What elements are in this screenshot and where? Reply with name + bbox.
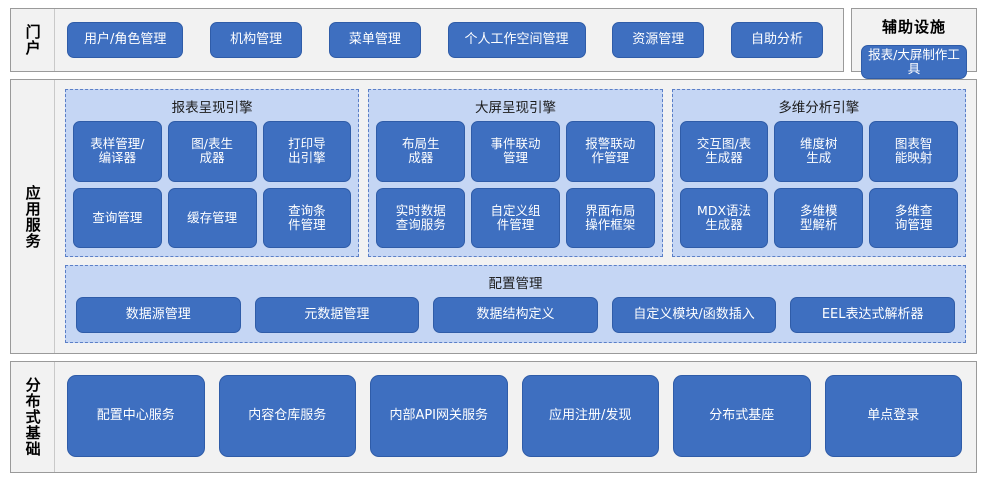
report-item-query-condition[interactable]: 查询条 件管理 — [262, 187, 352, 248]
report-item-print-export[interactable]: 打印导 出引擎 — [262, 121, 352, 182]
engine-panel-olap-items: 交互图/表 生成器 维度树 生成 图表智 能映射 MDX语法 生成器 多维模 型… — [679, 121, 958, 248]
config-item-custom-module[interactable]: 自定义模块/函数插入 — [611, 297, 777, 333]
portal-item-workspace[interactable]: 个人工作空间管理 — [447, 22, 586, 58]
report-item-query-manager[interactable]: 查询管理 — [73, 187, 162, 248]
application-services-label-text: 应用服务 — [23, 184, 42, 249]
application-services-body: 报表呈现引擎 表样管理/ 编译器 图/表生 成器 打印导 出引擎 查询管理 缓存… — [55, 80, 976, 353]
config-item-metadata[interactable]: 元数据管理 — [254, 297, 420, 333]
olap-item-query-manager[interactable]: 多维查 询管理 — [869, 187, 958, 248]
foundation-item-distributed-base[interactable]: 分布式基座 — [673, 375, 811, 457]
portal-item-self-analysis[interactable]: 自助分析 — [731, 22, 823, 58]
middle-row: 应用服务 报表呈现引擎 表样管理/ 编译器 图/表生 成器 打印导 出引擎 查询… — [10, 79, 977, 354]
foundation-section: 分布式基础 配置中心服务 内容仓库服务 内部API网关服务 应用注册/发现 分布… — [10, 361, 977, 473]
report-item-cache-manager[interactable]: 缓存管理 — [167, 187, 257, 248]
portal-label-text: 门户 — [23, 24, 42, 56]
portal-item-menu[interactable]: 菜单管理 — [328, 22, 421, 58]
portal-item-org[interactable]: 机构管理 — [210, 22, 303, 58]
foundation-items: 配置中心服务 内容仓库服务 内部API网关服务 应用注册/发现 分布式基座 单点… — [55, 362, 976, 472]
bigscreen-item-event-linkage[interactable]: 事件联动 管理 — [471, 121, 560, 182]
engine-panel-bigscreen: 大屏呈现引擎 布局生 成器 事件联动 管理 报警联动 作管理 实时数据 查询服务… — [368, 89, 663, 257]
auxiliary-title: 辅助设施 — [881, 18, 946, 36]
bigscreen-item-layout-generator[interactable]: 布局生 成器 — [376, 121, 466, 182]
config-management-title: 配置管理 — [488, 276, 543, 292]
foundation-item-content-repo[interactable]: 内容仓库服务 — [218, 375, 356, 457]
portal-item-resource[interactable]: 资源管理 — [612, 22, 705, 58]
engine-panel-report: 报表呈现引擎 表样管理/ 编译器 图/表生 成器 打印导 出引擎 查询管理 缓存… — [65, 89, 360, 257]
config-item-datasource[interactable]: 数据源管理 — [76, 297, 241, 333]
bigscreen-item-custom-component[interactable]: 自定义组 件管理 — [471, 187, 560, 248]
portal-items: 用户/角色管理 机构管理 菜单管理 个人工作空间管理 资源管理 自助分析 — [55, 9, 831, 71]
engine-panel-olap-title: 多维分析引擎 — [778, 100, 860, 116]
bigscreen-item-alarm-action[interactable]: 报警联动 作管理 — [565, 121, 655, 182]
engine-panel-bigscreen-title: 大屏呈现引擎 — [474, 100, 556, 116]
foundation-item-sso[interactable]: 单点登录 — [824, 375, 962, 457]
config-management-items: 数据源管理 元数据管理 数据结构定义 自定义模块/函数插入 EEL表达式解析器 — [76, 297, 955, 333]
bigscreen-item-realtime-query[interactable]: 实时数据 查询服务 — [376, 187, 466, 248]
aux-item-report-tool[interactable]: 报表/大屏制作工具 — [861, 45, 967, 79]
application-services-label: 应用服务 — [11, 80, 55, 353]
config-item-eel-parser[interactable]: EEL表达式解析器 — [790, 297, 955, 333]
olap-item-dimension-tree[interactable]: 维度树 生成 — [774, 121, 864, 182]
report-item-template-manager[interactable]: 表样管理/ 编译器 — [73, 121, 162, 182]
auxiliary-section: 辅助设施 报表/大屏制作工具 工作流引擎 定时任务调度 运行日志 权限管理 消息… — [851, 8, 977, 274]
olap-item-model-parser[interactable]: 多维模 型解析 — [774, 187, 864, 248]
engine-panel-report-title: 报表呈现引擎 — [171, 100, 253, 116]
foundation-label-text: 分布式基础 — [23, 377, 42, 457]
engine-panel-report-items: 表样管理/ 编译器 图/表生 成器 打印导 出引擎 查询管理 缓存管理 查询条 … — [73, 121, 352, 248]
config-management-panel: 配置管理 数据源管理 元数据管理 数据结构定义 自定义模块/函数插入 EEL表达… — [65, 265, 966, 343]
portal-section: 门户 用户/角色管理 机构管理 菜单管理 个人工作空间管理 资源管理 自助分析 — [10, 8, 844, 72]
foundation-item-config-center[interactable]: 配置中心服务 — [67, 375, 205, 457]
portal-item-user-role[interactable]: 用户/角色管理 — [67, 22, 184, 58]
olap-item-mdx-generator[interactable]: MDX语法 生成器 — [679, 187, 769, 248]
olap-item-chart-mapping[interactable]: 图表智 能映射 — [869, 121, 958, 182]
olap-item-interactive-chart[interactable]: 交互图/表 生成器 — [679, 121, 769, 182]
application-services-section: 应用服务 报表呈现引擎 表样管理/ 编译器 图/表生 成器 打印导 出引擎 查询… — [10, 79, 977, 354]
portal-section-label: 门户 — [11, 9, 55, 71]
config-item-data-structure[interactable]: 数据结构定义 — [433, 297, 598, 333]
foundation-item-app-registry[interactable]: 应用注册/发现 — [521, 375, 659, 457]
engine-panel-bigscreen-items: 布局生 成器 事件联动 管理 报警联动 作管理 实时数据 查询服务 自定义组 件… — [376, 121, 655, 248]
foundation-section-label: 分布式基础 — [11, 362, 55, 472]
foundation-item-api-gateway[interactable]: 内部API网关服务 — [370, 375, 508, 457]
report-item-chart-generator[interactable]: 图/表生 成器 — [167, 121, 257, 182]
engine-panel-olap: 多维分析引擎 交互图/表 生成器 维度树 生成 图表智 能映射 MDX语法 生成… — [671, 89, 966, 257]
bigscreen-item-ui-framework[interactable]: 界面布局 操作框架 — [565, 187, 655, 248]
engine-panels: 报表呈现引擎 表样管理/ 编译器 图/表生 成器 打印导 出引擎 查询管理 缓存… — [65, 89, 966, 257]
top-row: 门户 用户/角色管理 机构管理 菜单管理 个人工作空间管理 资源管理 自助分析 … — [10, 8, 977, 274]
